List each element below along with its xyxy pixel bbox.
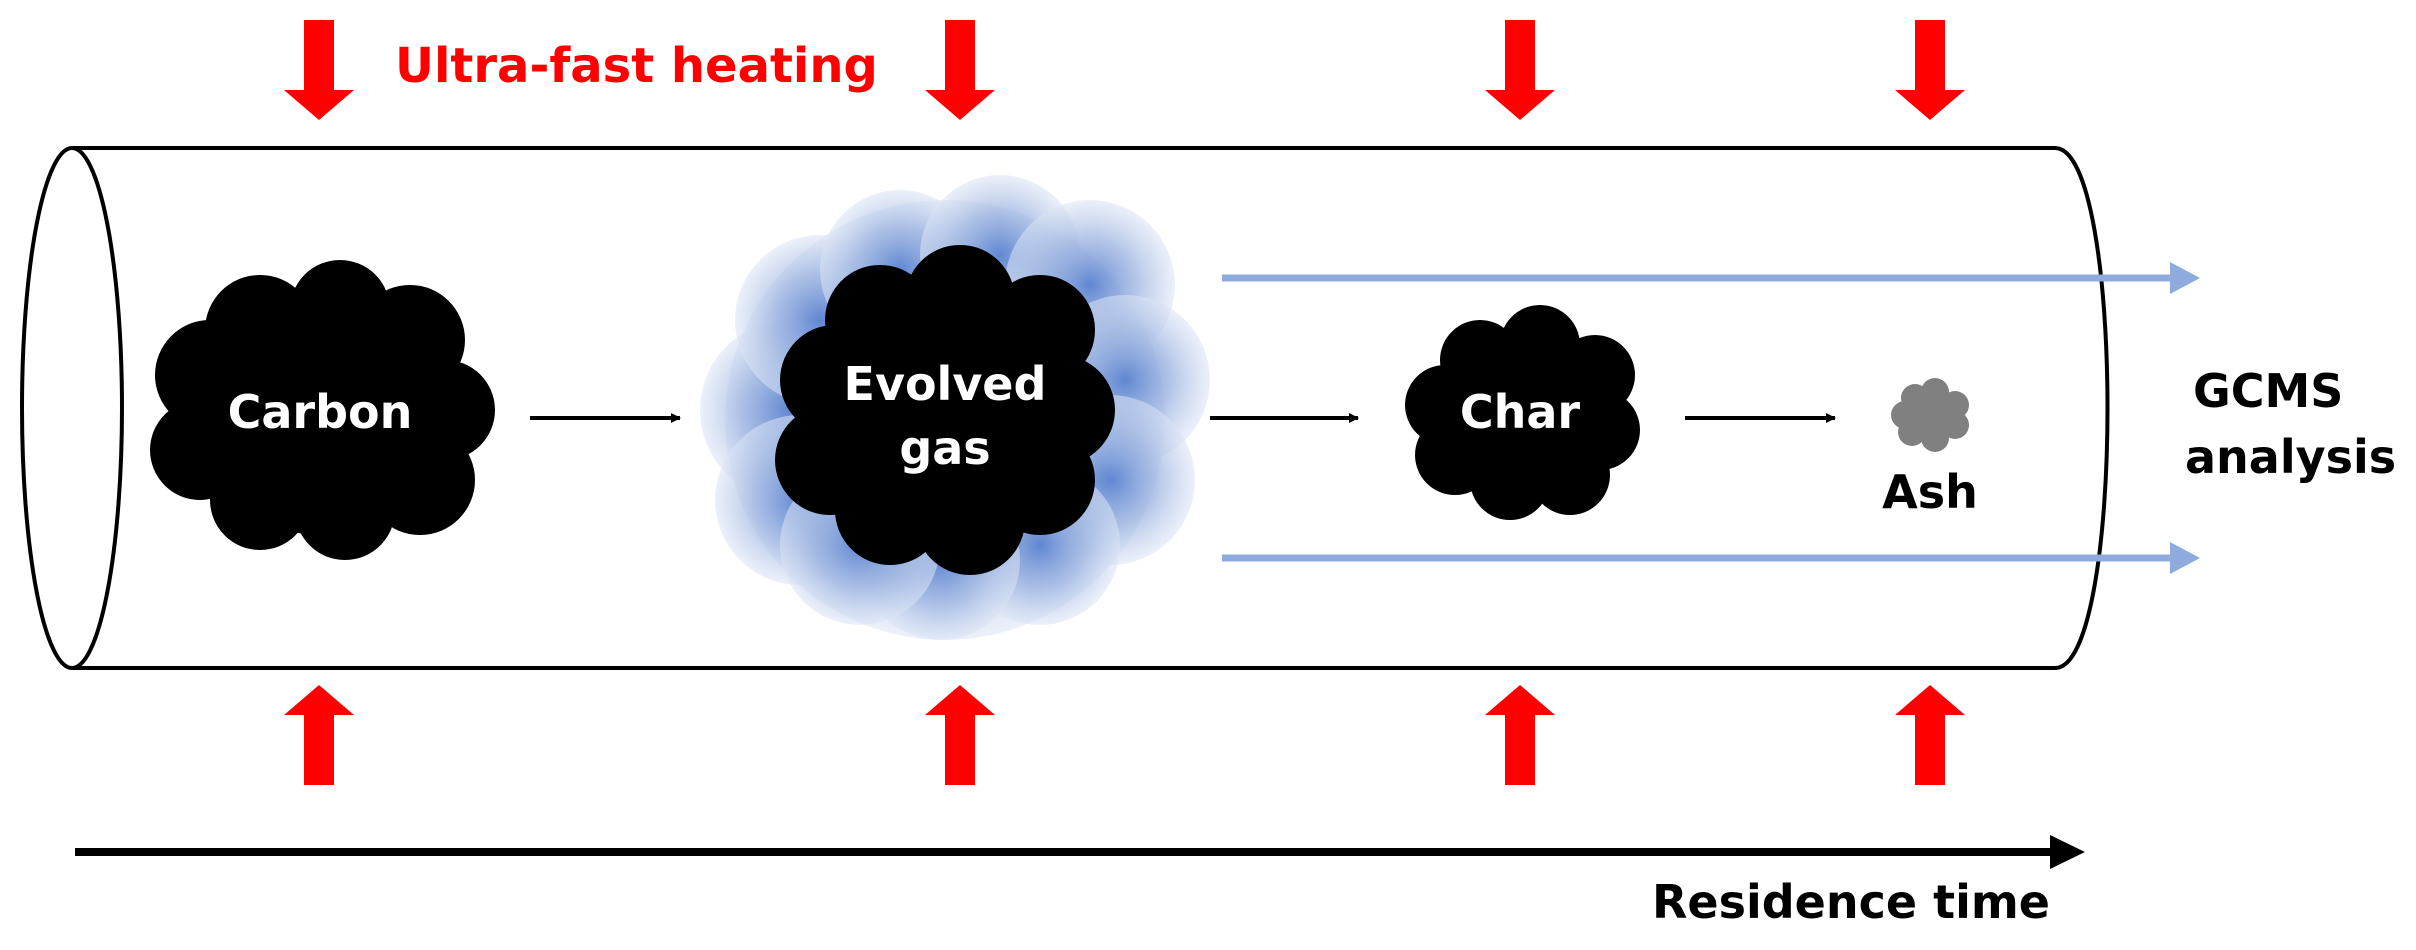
flow-arrowhead-icon	[2170, 262, 2200, 294]
heating-arrow-up-icon	[925, 685, 995, 785]
evolved-gas-label: Evolved gas	[825, 352, 1065, 480]
carbon-particle-icon	[150, 260, 495, 560]
axis-arrowhead-icon	[2050, 835, 2085, 869]
heating-arrow-up-icon	[1895, 685, 1965, 785]
evolved-gas-label-line2: gas	[899, 421, 991, 475]
ash-particle-icon	[1891, 378, 1969, 452]
residence-time-axis	[75, 835, 2085, 869]
outlet-label-line1: GCMS	[2193, 364, 2344, 418]
char-label: Char	[1459, 385, 1581, 439]
carbon-label: Carbon	[227, 385, 413, 439]
time-axis-label: Residence time	[1651, 875, 2050, 929]
heating-arrow-up-icon	[1485, 685, 1555, 785]
heating-arrow-down-icon	[1485, 20, 1555, 120]
gas-flow-arrows	[1222, 262, 2200, 574]
outlet-label: GCMS analysis	[2185, 358, 2415, 490]
ash-label: Ash	[1882, 465, 1978, 519]
char-particle-icon	[1405, 305, 1640, 520]
evolved-gas-label-line1: Evolved	[843, 357, 1047, 411]
heating-arrows-bottom	[284, 685, 1965, 785]
flow-arrowhead-icon	[2170, 542, 2200, 574]
heating-arrow-down-icon	[284, 20, 354, 120]
heating-arrows-top	[284, 20, 1965, 120]
heating-arrow-down-icon	[1895, 20, 1965, 120]
heating-label: Ultra-fast heating	[395, 38, 878, 94]
tube-inlet-opening	[20, 146, 124, 670]
evolved-gas-cloud-icon	[700, 175, 1210, 640]
heating-arrow-up-icon	[284, 685, 354, 785]
outlet-label-line2: analysis	[2185, 430, 2397, 484]
heating-arrow-down-icon	[925, 20, 995, 120]
